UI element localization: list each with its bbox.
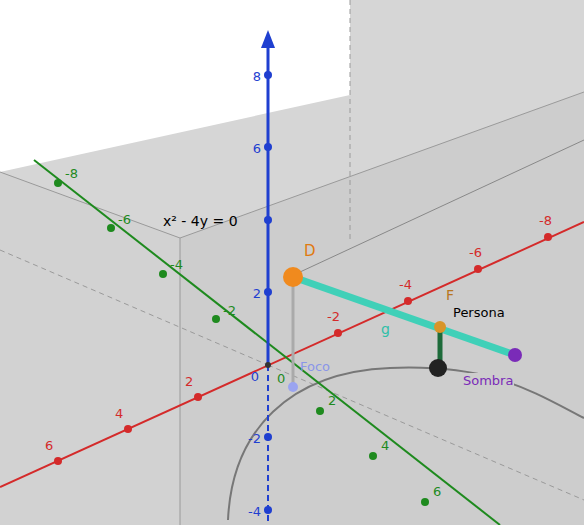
tick-label: -8 [64,165,79,181]
tick-label-text: 2 [252,286,262,301]
person-foot [429,359,447,377]
tick-label: 6 [432,483,442,499]
line-label: g [380,321,391,337]
tick-label: 2 [252,285,262,301]
parabola [228,368,584,520]
tick-label: -6 [117,211,132,227]
x-axis [0,222,584,487]
tick-label: 6 [44,437,54,453]
tick-label: 4 [380,437,390,453]
tick-label: 6 [252,140,262,156]
point-d [283,267,303,287]
tick-label-text: 4 [380,438,390,453]
point-label: F [445,287,455,303]
tick-label: 4 [114,405,124,421]
side-wall [0,172,180,525]
equation-label: x² - 4y = 0 [162,213,239,229]
tick-label-text: -8 [538,213,553,228]
point-label: D [303,243,317,259]
point-label-text: Sombra [462,373,514,388]
tick-label-text: -6 [468,245,483,260]
tick-label-text: 6 [252,141,262,156]
floor-plane [0,92,584,525]
tick-label-text: -4 [169,257,184,272]
point-label-text: Foco [299,359,331,374]
tick-label-text: -2 [247,431,262,446]
point-label-text: F [445,287,455,303]
tick-label-text: 0 [276,371,286,386]
tick-label-text: 2 [327,393,337,408]
object-label: Persona [452,304,506,320]
tick-label-text: -8 [64,166,79,181]
tick-label: 2 [327,392,337,408]
tick-label-text: -4 [247,504,262,519]
light-ray-g [293,277,515,355]
tick-label: -2 [247,430,262,446]
tick-label: 8 [252,68,262,84]
tick-label-text: -2 [326,309,341,324]
shadow-point [508,348,522,362]
tick-label: 0 [276,370,286,386]
tick-label-text: 8 [252,69,262,84]
lamp-post [292,279,295,387]
z-axis [261,30,275,525]
point-label: Sombra [462,372,514,388]
tick-label-text: 4 [114,406,124,421]
tick-label: -8 [538,212,553,228]
line-label-text: g [380,321,391,337]
tick-label: -4 [169,256,184,272]
tick-label: -4 [398,276,413,292]
point-label-text: D [303,242,317,260]
tick-label-text: 6 [44,438,54,453]
tick-label-text: 0 [250,369,260,384]
tick-label: -2 [222,302,237,318]
tick-label: -4 [247,503,262,519]
tick-label: -2 [326,308,341,324]
tick-label-text: 6 [432,484,442,499]
tick-label-text: -6 [117,212,132,227]
tick-label-text: -2 [222,303,237,318]
tick-label-text: 2 [184,374,194,389]
tick-label: -6 [468,244,483,260]
point-f [434,321,446,333]
point-label: Foco [299,358,331,374]
tick-label: 0 [250,368,260,384]
focus-point [288,382,298,392]
object-label-text: Persona [452,305,506,320]
tick-label: 2 [184,373,194,389]
origin-point [265,362,271,368]
tick-label-text: -4 [398,277,413,292]
equation-label-text: x² - 4y = 0 [162,213,239,229]
